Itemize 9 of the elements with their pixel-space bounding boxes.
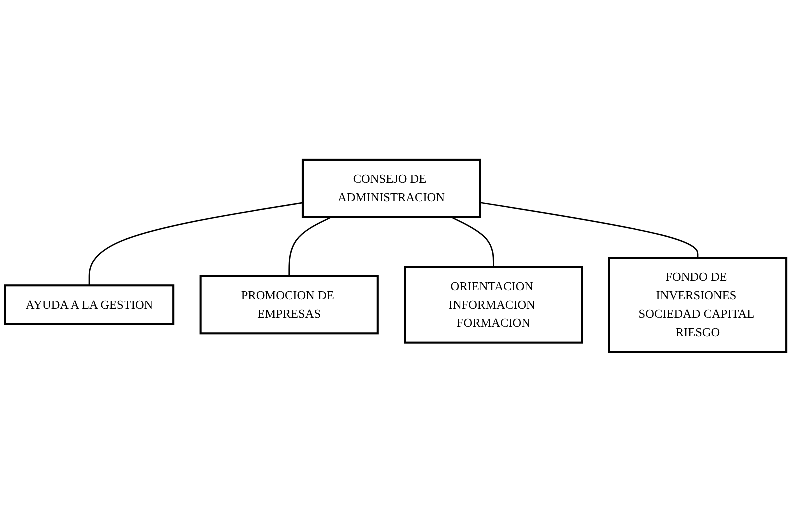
connector xyxy=(288,216,332,276)
node-box: ORIENTACION INFORMACION FORMACION xyxy=(404,266,584,344)
connector xyxy=(450,216,494,267)
node-box: FONDO DE INVERSIONES SOCIEDAD CAPITAL RIESGO xyxy=(608,256,788,353)
node-box: AYUDA A LA GESTION xyxy=(4,284,175,325)
connector xyxy=(88,202,304,286)
node-box: PROMOCION DE EMPRESAS xyxy=(200,274,379,334)
node-box: CONSEJO DE ADMINISTRACION xyxy=(302,158,482,218)
connector xyxy=(480,202,699,258)
